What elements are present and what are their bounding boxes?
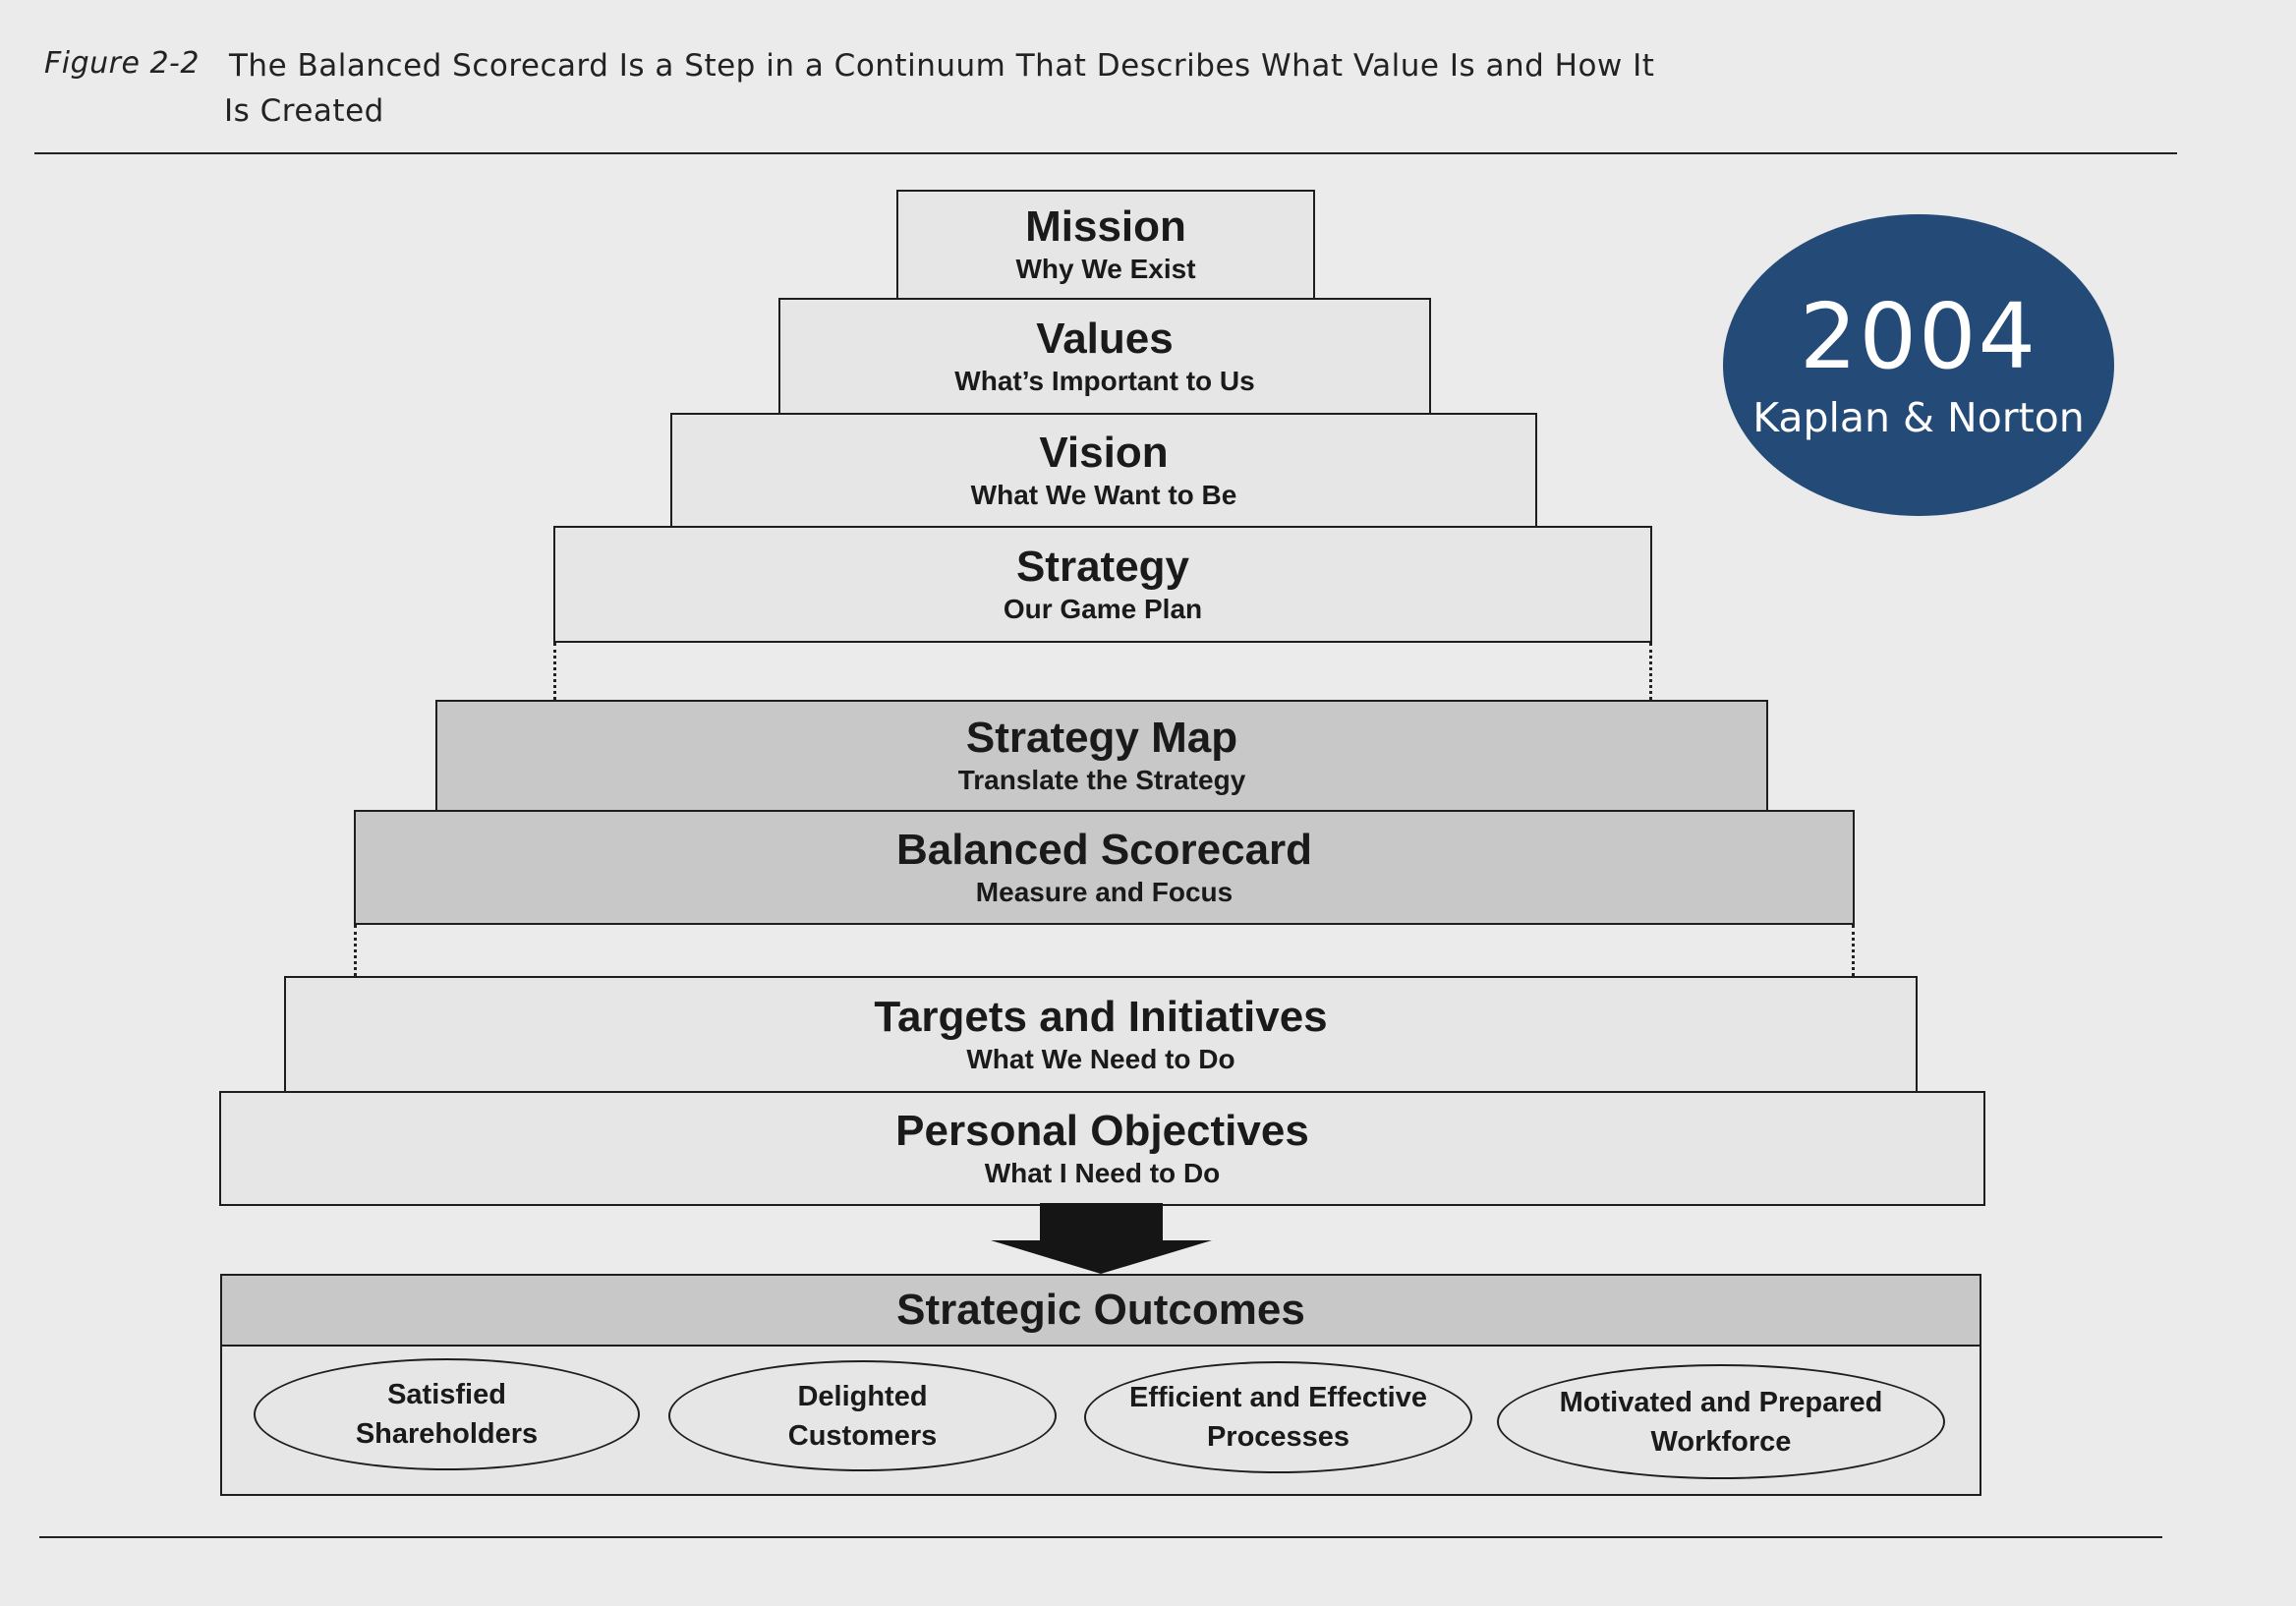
outcome-line1: Efficient and Effective (1129, 1382, 1427, 1413)
tier-subtitle: What We Need to Do (966, 1043, 1235, 1074)
tier-balanced-scorecard: Balanced Scorecard Measure and Focus (354, 810, 1855, 925)
tier-title: Values (1036, 314, 1174, 363)
outcome-efficient-processes: Efficient and Effective Processes (1084, 1361, 1472, 1473)
tier-subtitle: Why We Exist (1015, 254, 1196, 284)
dotted-connector-left (553, 643, 556, 700)
tier-mission: Mission Why We Exist (896, 190, 1315, 300)
dotted-connector-right (1852, 925, 1855, 976)
top-rule (34, 152, 2177, 154)
figure-title-line2: Is Created (224, 93, 384, 129)
tier-title: Strategy (1015, 542, 1190, 591)
tier-subtitle: What We Want to Be (970, 479, 1237, 510)
tier-subtitle: What I Need to Do (984, 1157, 1221, 1188)
outcome-delighted-customers: Delighted Customers (668, 1360, 1057, 1471)
bottom-rule (39, 1536, 2162, 1538)
tier-subtitle: Translate the Strategy (957, 765, 1246, 795)
tier-subtitle: Our Game Plan (1003, 593, 1203, 624)
outcome-line2: Workforce (1650, 1425, 1792, 1458)
tier-values: Values What’s Important to Us (778, 298, 1431, 415)
outcome-line1: Delighted (797, 1380, 928, 1412)
tier-title: Mission (1025, 202, 1186, 251)
dotted-connector-right (1649, 643, 1652, 700)
tier-title: Targets and Initiatives (874, 992, 1328, 1041)
outcome-line2: Processes (1206, 1421, 1350, 1453)
tier-title: Balanced Scorecard (895, 825, 1313, 874)
tier-title: Strategy Map (965, 714, 1238, 762)
tier-vision: Vision What We Want to Be (670, 413, 1537, 528)
tier-personal-objectives: Personal Objectives What I Need to Do (219, 1091, 1985, 1206)
tier-subtitle: Measure and Focus (975, 876, 1234, 907)
figure-label: Figure 2-2 (44, 46, 200, 81)
badge-authors: Kaplan & Norton (1752, 393, 2085, 441)
year-badge: 2004 Kaplan & Norton (1723, 214, 2114, 516)
outcome-line1: Satisfied (387, 1379, 506, 1410)
outcome-satisfied-shareholders: Satisfied Shareholders (254, 1358, 640, 1470)
tier-strategy-map: Strategy Map Translate the Strategy (435, 700, 1768, 812)
outcome-line1: Motivated and Prepared (1559, 1386, 1883, 1418)
outcome-line2: Shareholders (355, 1418, 539, 1450)
down-arrow-icon (991, 1203, 1212, 1274)
outcome-line2: Customers (787, 1419, 938, 1452)
tier-strategy: Strategy Our Game Plan (553, 526, 1652, 643)
figure-title-line1: The Balanced Scorecard Is a Step in a Co… (229, 48, 1655, 84)
strategic-outcomes-title: Strategic Outcomes (222, 1276, 1980, 1347)
tier-targets-initiatives: Targets and Initiatives What We Need to … (284, 976, 1918, 1093)
badge-year: 2004 (1799, 283, 2038, 389)
tier-title: Personal Objectives (895, 1106, 1309, 1155)
dotted-connector-left (354, 925, 357, 976)
tier-subtitle: What’s Important to Us (954, 365, 1255, 396)
tier-title: Vision (1039, 428, 1169, 477)
outcome-motivated-workforce: Motivated and Prepared Workforce (1497, 1364, 1945, 1479)
